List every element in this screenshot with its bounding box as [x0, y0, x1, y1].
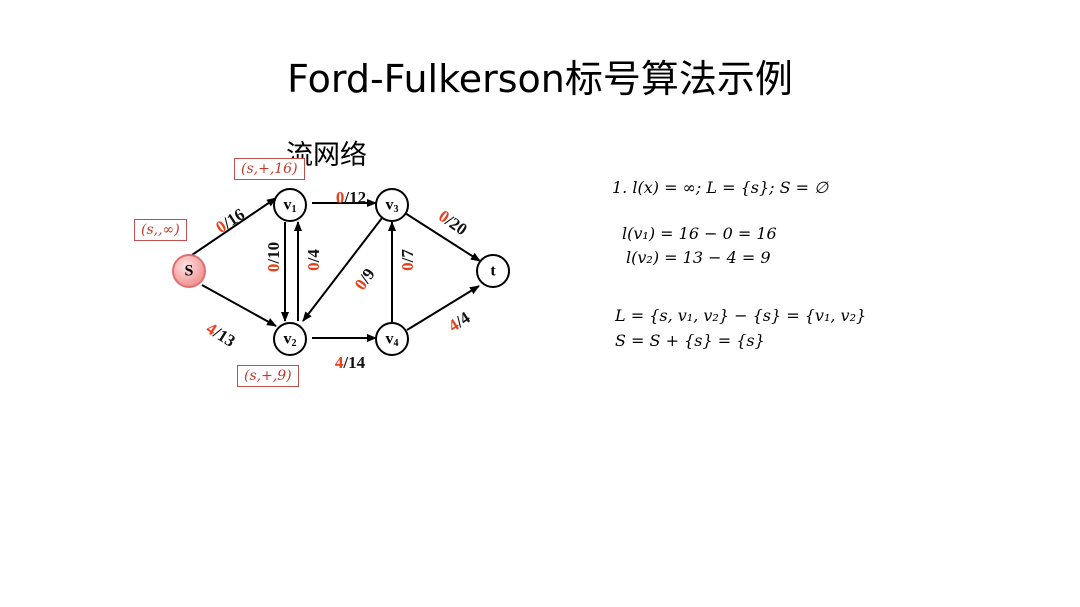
edge-v4-t — [406, 285, 480, 331]
node-v3 — [375, 188, 409, 222]
node-v2 — [273, 322, 307, 356]
edge-label-v2-v4: 4/14 — [335, 353, 366, 372]
step-line-5: S = S + {s} = {s} — [615, 331, 765, 350]
edge-capacity-v1-v3: /12 — [343, 188, 366, 207]
edge-label-v2-v1: 0/4 — [304, 249, 323, 271]
edge-label-v4-t: 4/4 — [445, 308, 474, 336]
label-box-v1: (s,+,16) — [234, 158, 305, 180]
node-t — [476, 254, 510, 288]
edge-capacity-v2-v4: /14 — [342, 353, 365, 372]
step-line-1: 1. l(x) = ∞; L = {s}; S = ∅ — [612, 178, 829, 197]
step-line-2: l(v₁) = 16 − 0 = 16 — [622, 224, 777, 243]
edge-flow-v4-v3: 0 — [398, 262, 417, 271]
node-label-t: t — [490, 263, 496, 280]
step-line-3: l(v₂) = 13 − 4 = 9 — [626, 248, 771, 267]
edge-label-v3-v2: 0/9 — [351, 265, 379, 294]
node-s — [172, 254, 206, 288]
edge-capacity-v1-v2: /10 — [264, 242, 283, 265]
edge-label-s-v1: 0/16 — [212, 204, 248, 236]
edge-capacity-v4-v3: /7 — [398, 249, 417, 264]
edge-flow-v2-v1: 0 — [304, 262, 323, 271]
label-box-v2: (s,+,9) — [237, 365, 299, 387]
step-line-4: L = {s, v₁, v₂} − {s} = {v₁, v₂} — [615, 306, 867, 325]
edge-label-v3-t: 0/20 — [435, 206, 471, 239]
edge-flow-v1-v2: 0 — [264, 264, 283, 273]
node-v4 — [375, 322, 409, 356]
edge-capacity-v2-v1: /4 — [304, 249, 323, 264]
edge-s-v2 — [201, 284, 277, 327]
edge-label-v1-v3: 0/12 — [336, 188, 366, 207]
edge-v3-t — [404, 212, 481, 262]
edge-v3-v2 — [302, 217, 383, 322]
edge-label-s-v2: 4/13 — [203, 319, 239, 351]
label-box-s: (s,,∞) — [134, 219, 187, 241]
edge-label-v4-v3: 0/7 — [398, 249, 417, 271]
edge-label-v1-v2: 0/10 — [264, 242, 283, 272]
node-v1 — [273, 188, 307, 222]
node-label-s: S — [185, 263, 194, 280]
slide-title: Ford-Fulkerson标号算法示例 — [287, 57, 793, 101]
edge-s-v1 — [191, 197, 277, 256]
edge-flow-v2-v4: 4 — [335, 353, 344, 372]
edge-flow-v1-v3: 0 — [336, 188, 345, 207]
